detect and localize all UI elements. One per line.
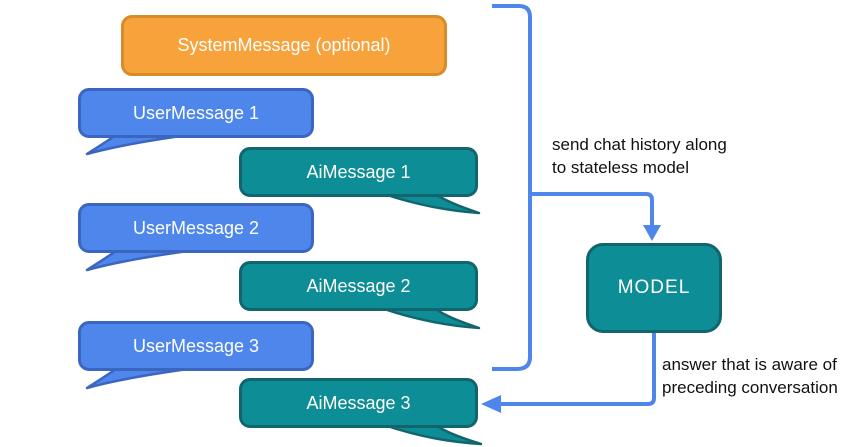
answer-annotation-line1: answer that is aware of bbox=[662, 355, 837, 374]
user-message-3-label: UserMessage 3 bbox=[132, 335, 260, 356]
history-bracket bbox=[492, 4, 532, 371]
model-label: MODEL bbox=[617, 277, 691, 298]
ai-message-3-label: AiMessage 3 bbox=[306, 392, 411, 413]
ai-message-2-label: AiMessage 2 bbox=[306, 275, 411, 296]
ai-message-3-node: AiMessage 3 bbox=[239, 378, 478, 428]
user-message-2-label: UserMessage 2 bbox=[132, 217, 260, 238]
user-message-2-tail bbox=[85, 249, 190, 272]
ai-message-3-tail bbox=[382, 423, 483, 446]
system-message-label: SystemMessage (optional) bbox=[177, 35, 391, 55]
send-annotation: send chat history along to stateless mod… bbox=[552, 133, 727, 179]
user-message-3-node: UserMessage 3 bbox=[78, 321, 314, 371]
answer-annotation: answer that is aware of preceding conver… bbox=[662, 353, 838, 399]
send-arrowhead bbox=[643, 225, 661, 241]
ai-message-1-tail bbox=[382, 192, 481, 215]
answer-arrowhead bbox=[481, 395, 501, 413]
send-annotation-line1: send chat history along bbox=[552, 135, 727, 154]
ai-message-2-tail bbox=[382, 307, 481, 330]
model-node: MODEL bbox=[586, 243, 722, 333]
user-message-2-node: UserMessage 2 bbox=[78, 203, 314, 253]
ai-message-1-label: AiMessage 1 bbox=[306, 161, 411, 182]
ai-message-1-node: AiMessage 1 bbox=[239, 147, 478, 197]
send-annotation-line2: to stateless model bbox=[552, 158, 690, 177]
user-message-1-node: UserMessage 1 bbox=[78, 88, 314, 138]
answer-arrow-line bbox=[500, 333, 656, 406]
user-message-1-label: UserMessage 1 bbox=[132, 102, 260, 123]
answer-annotation-line2: preceding conversation bbox=[662, 378, 838, 397]
system-message-node: SystemMessage (optional) bbox=[121, 15, 447, 76]
ai-message-2-node: AiMessage 2 bbox=[239, 261, 478, 311]
user-message-3-tail bbox=[85, 367, 190, 390]
send-arrow-line bbox=[530, 192, 654, 227]
